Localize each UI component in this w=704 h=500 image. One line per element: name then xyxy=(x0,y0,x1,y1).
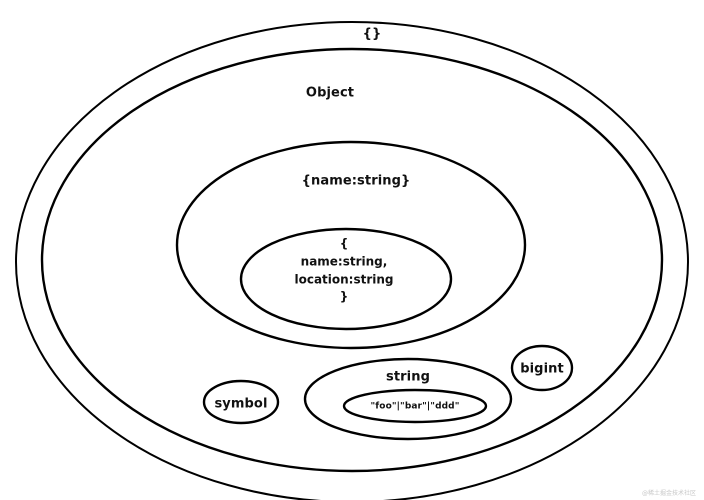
string-ellipse xyxy=(303,357,513,441)
detail-location-string: location:string xyxy=(294,272,394,286)
detail-type-ellipse xyxy=(239,227,453,331)
watermark-text: @稀土掘金技术社区 xyxy=(641,490,696,497)
name-type-ellipse xyxy=(175,140,527,350)
detail-name-string: name:string, xyxy=(300,254,388,269)
outer-type-label: {} xyxy=(362,26,382,42)
detail-open-brace: { xyxy=(339,236,349,251)
name-type-label: {name:string} xyxy=(301,173,411,189)
symbol-ellipse xyxy=(202,379,280,425)
outer-ellipse xyxy=(15,21,689,500)
bigint-ellipse xyxy=(510,344,574,392)
object-ellipse xyxy=(40,47,664,473)
bigint-label: bigint xyxy=(520,361,564,377)
symbol-label: symbol xyxy=(214,396,268,412)
object-label: Object xyxy=(305,85,355,101)
literal-ellipse xyxy=(342,388,488,424)
string-label: string xyxy=(386,369,430,385)
detail-type-label: { name:string, location:string } xyxy=(294,236,393,307)
string-literals-label: "foo"|"bar"|"ddd" xyxy=(370,401,460,412)
detail-close-brace: } xyxy=(339,289,349,304)
